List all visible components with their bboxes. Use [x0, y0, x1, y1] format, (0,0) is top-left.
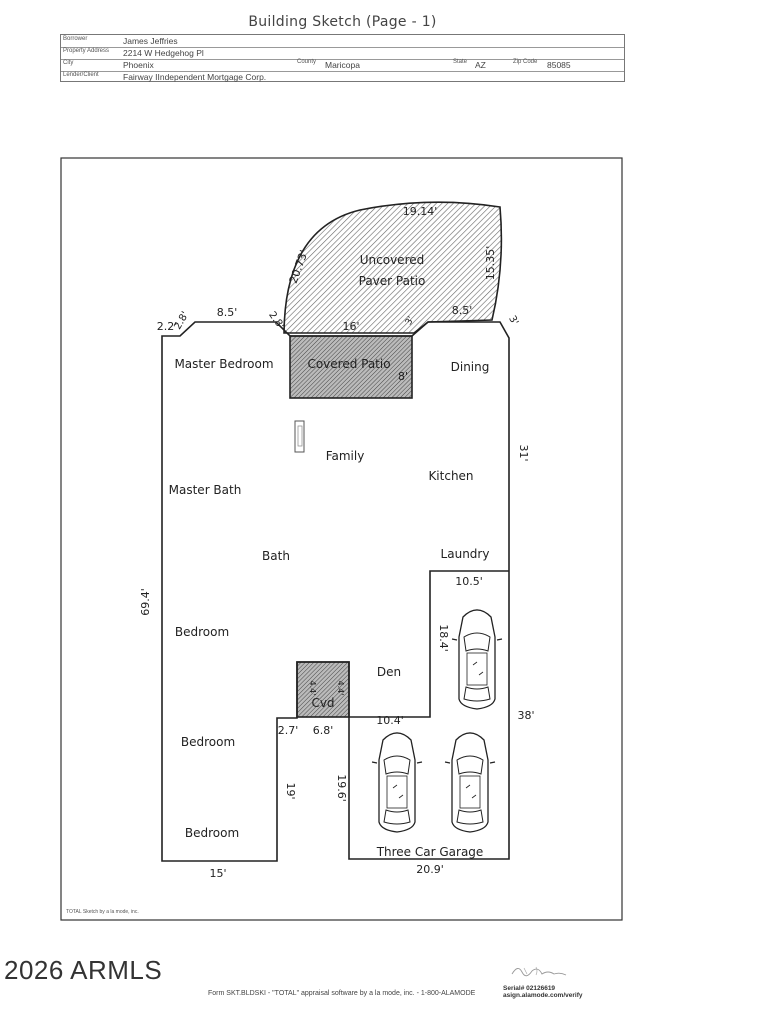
dim-patio-right: 15.35' [484, 246, 497, 281]
dim-2-7: 2.7' [278, 724, 299, 737]
room-laundry-label: Laundry [441, 547, 490, 561]
dim-4-4b: 4.4' [336, 681, 345, 696]
garage-car-2 [371, 732, 423, 833]
dim-8: 8' [398, 370, 408, 383]
dim-patio-top: 19.14' [403, 205, 438, 218]
dim-69-4: 69.4' [139, 588, 152, 616]
mls-watermark: 2026 ARMLS [4, 955, 163, 985]
sketch-frame [60, 157, 623, 921]
zip-label: Zip Code [513, 59, 538, 65]
room-bedroom-2-label: Bedroom [181, 735, 235, 749]
lender-label: Lender/Client [63, 72, 99, 78]
dim-8-5a: 8.5' [217, 306, 238, 319]
borrower-row: Borrower James Jeffries [61, 35, 624, 48]
dim-15: 15' [209, 867, 226, 880]
room-cvd-label: Cvd [311, 696, 334, 710]
dim-10-4: 10.4' [376, 714, 404, 727]
room-uncovered-label: Uncovered [360, 253, 424, 267]
borrower-value: James Jeffries [123, 36, 178, 46]
dim-19: 19' [284, 782, 297, 799]
zip-value: 85085 [547, 60, 571, 70]
sketch-credit: TOTAL Sketch by a la mode, inc. [66, 909, 139, 915]
uncovered-patio-area [283, 201, 503, 334]
dim-4-4a: 4.4' [308, 681, 317, 696]
serial-block: Serial# 02126619 asign.alamode.com/verif… [503, 985, 582, 999]
county-label: County [297, 59, 317, 65]
address-value: 2214 W Hedgehog Pl [123, 48, 204, 58]
room-kitchen-label: Kitchen [428, 469, 473, 483]
page-title: Building Sketch (Page - 1) [248, 14, 437, 30]
verify-link[interactable]: asign.alamode.com/verify [503, 992, 583, 999]
room-bedroom-3-label: Bedroom [185, 826, 239, 840]
lender-row: Lender/Client Fairway IIndependent Mortg… [61, 71, 624, 83]
dim-31: 31' [517, 444, 530, 461]
city-label: City [63, 60, 74, 66]
signature-icon [511, 966, 567, 977]
borrower-label: Borrower [63, 36, 88, 42]
dim-38: 38' [517, 709, 534, 722]
room-den-label: Den [377, 665, 401, 679]
room-bath-label: Bath [262, 549, 290, 563]
room-family-label: Family [326, 449, 365, 463]
state-value: AZ [475, 60, 486, 70]
form-footer: Form SKT.BLDSKI - "TOTAL" appraisal soft… [208, 990, 476, 997]
room-paver-patio-label: Paver Patio [359, 274, 426, 288]
address-row: Property Address 2214 W Hedgehog Pl [61, 47, 624, 60]
dim-19-6: 19.6' [335, 774, 348, 802]
garage-car-3 [444, 732, 496, 833]
state-label: State [453, 59, 468, 65]
dim-6-8: 6.8' [313, 724, 334, 737]
dim-10-5: 10.5' [455, 575, 483, 588]
room-garage-label: Three Car Garage [376, 845, 484, 859]
garage-wall [349, 570, 509, 718]
city-row: City Phoenix County Maricopa State AZ Zi… [61, 59, 624, 72]
lender-value: Fairway IIndependent Mortgage Corp. [123, 72, 267, 82]
room-dining-label: Dining [451, 360, 490, 374]
county-value: Maricopa [325, 60, 360, 70]
serial-number: Serial# 02126619 [503, 985, 556, 992]
dim-2-2: 2.2' [157, 320, 178, 333]
room-master-bedroom-label: Master Bedroom [174, 357, 273, 371]
room-master-bath-label: Master Bath [169, 483, 242, 497]
dim-18-4: 18.4' [437, 624, 450, 652]
dim-3: 3' [506, 314, 520, 327]
room-bedroom-1-label: Bedroom [175, 625, 229, 639]
city-value: Phoenix [123, 60, 154, 70]
garage-car-1 [451, 609, 503, 710]
address-label: Property Address [63, 48, 110, 54]
dim-8-5b: 8.5' [452, 304, 473, 317]
dim-20-9: 20.9' [416, 863, 444, 876]
fireplace-inner [297, 425, 303, 447]
dim-16: 16' [342, 320, 359, 333]
room-covered-patio-label: Covered Patio [307, 357, 390, 371]
property-header: Borrower James Jeffries Property Address… [60, 34, 625, 82]
